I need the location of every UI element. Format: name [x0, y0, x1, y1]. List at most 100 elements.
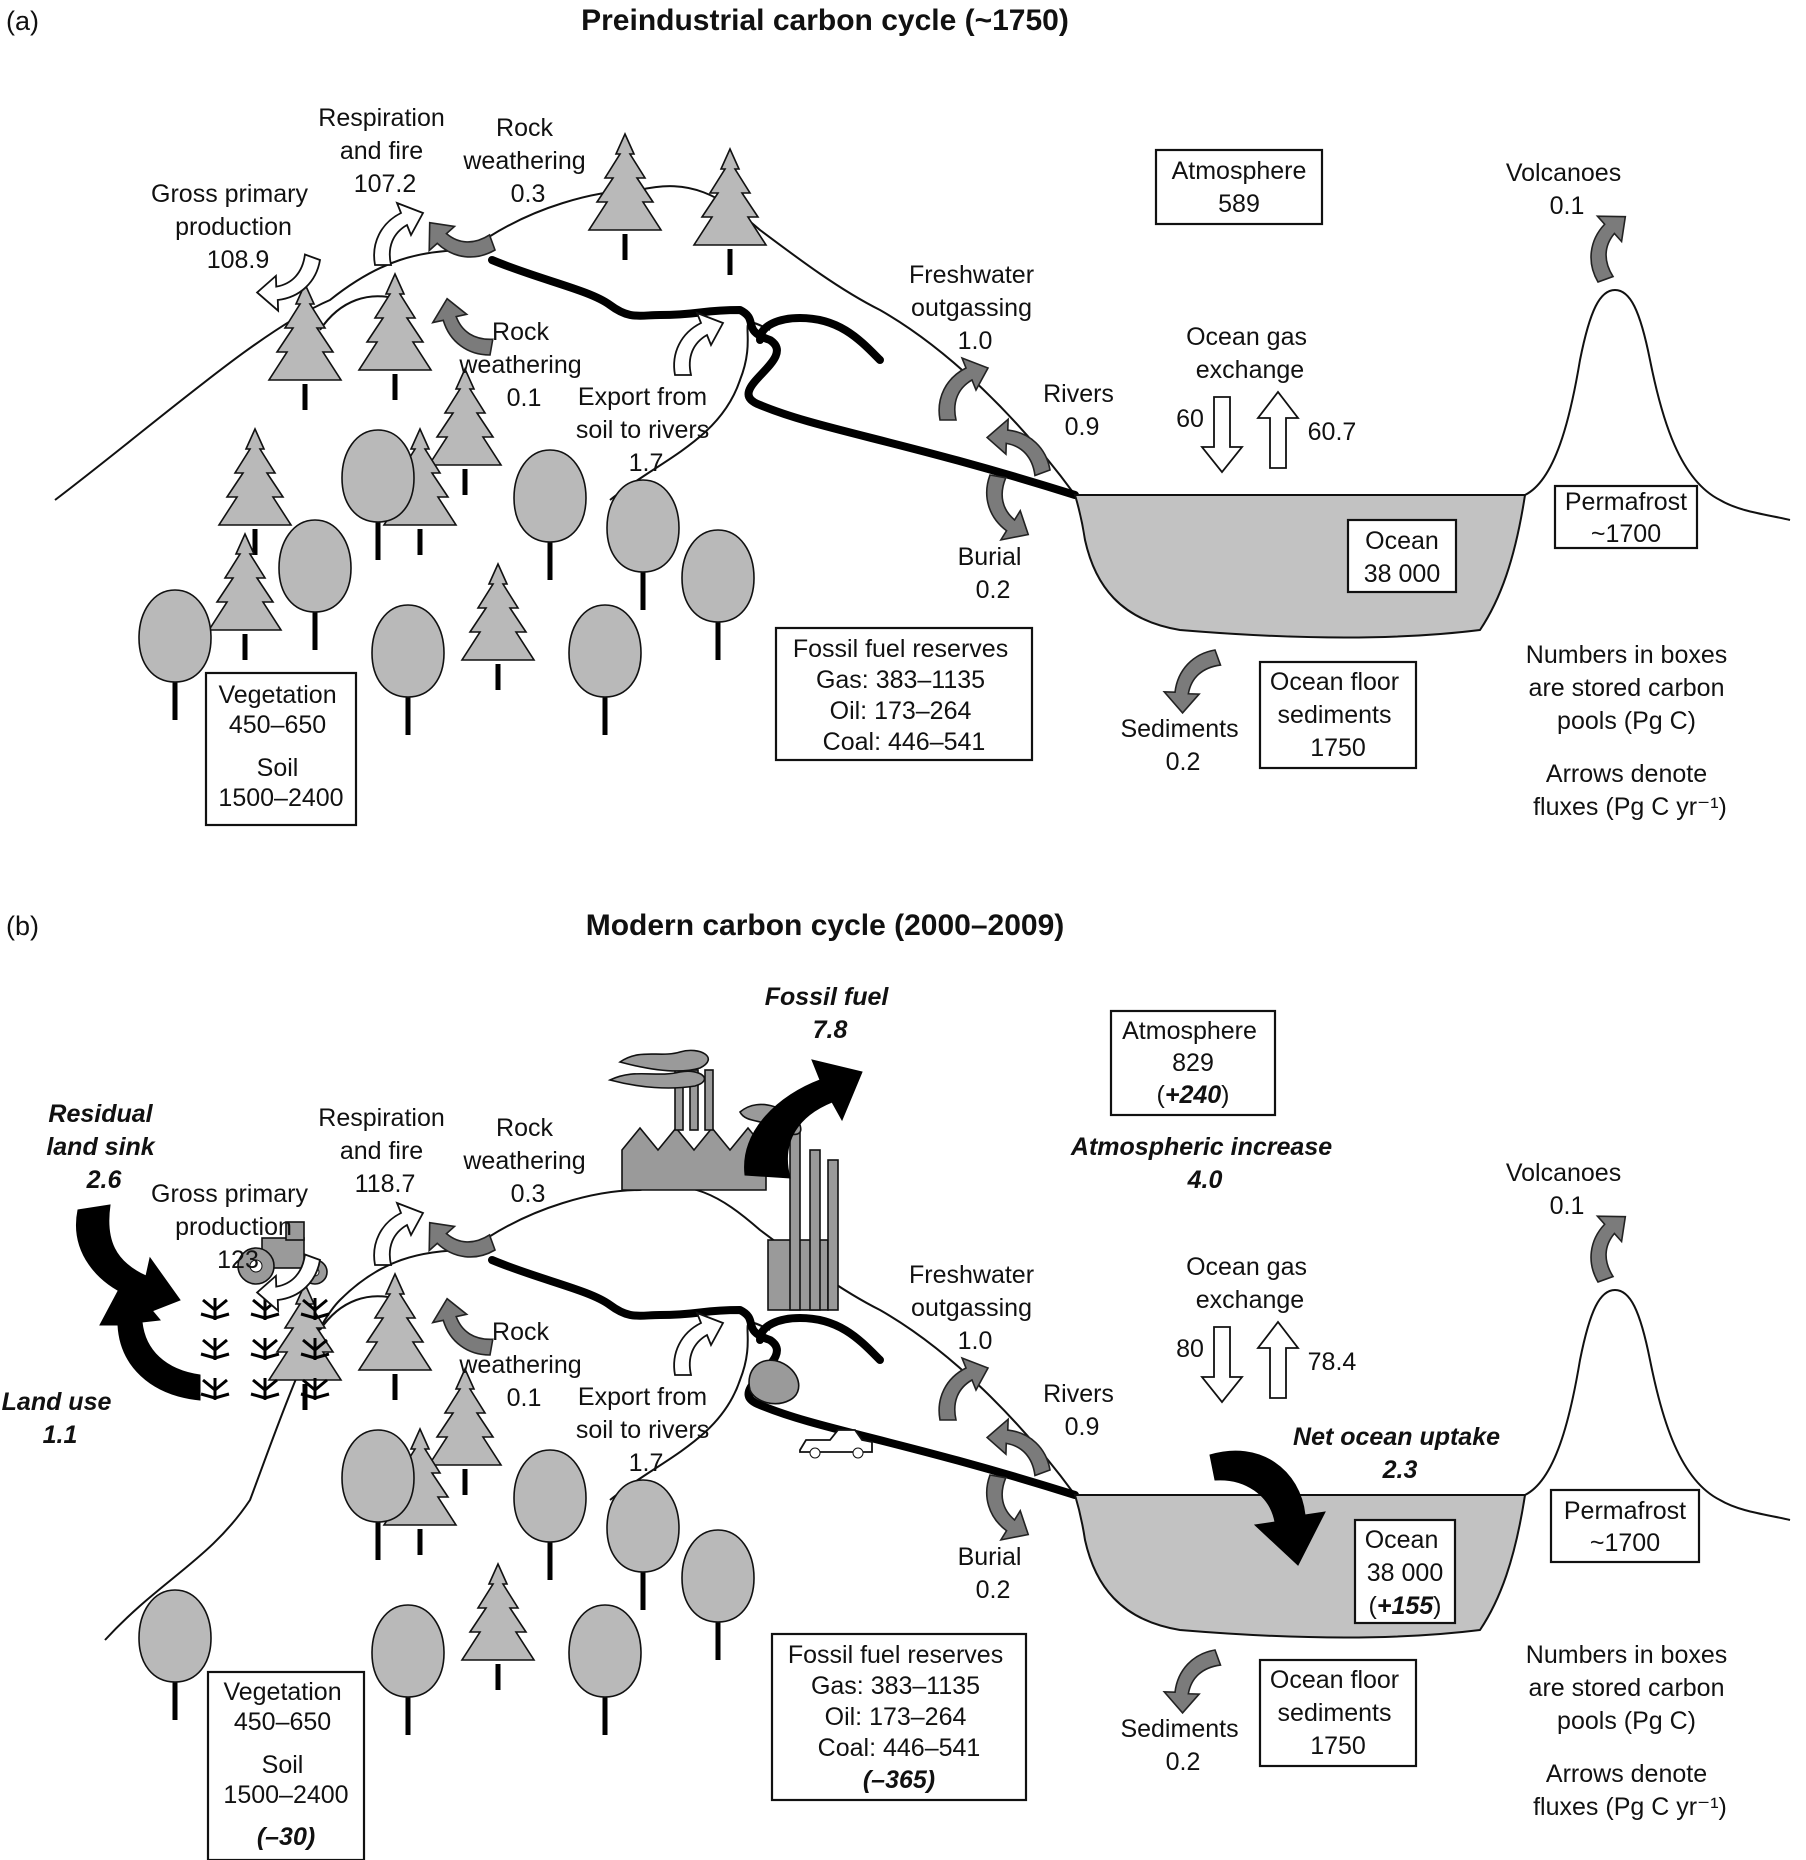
svg-text:Atmosphere 829: Atmosphere 829	[1122, 1017, 1264, 1077]
burial-label: Burial 0.2	[958, 1543, 1029, 1604]
svg-text:Permafrost~1700: Permafrost~1700	[1564, 1497, 1686, 1557]
panel-b: (b) Modern carbon cycle (2000–2009)	[2, 909, 1791, 1860]
freshwater-arrow	[938, 357, 989, 421]
rock-weathering-mid-label: Rock weathering 0.1	[458, 318, 588, 412]
svg-text:Ocean floor sediments: Ocean floor sediments 1750	[1270, 668, 1406, 762]
gas-exchange-in-arrow	[1200, 1326, 1244, 1404]
svg-text:Vegetation 450–650: Vegetation 450–650 Soil 1500–2400	[223, 1678, 348, 1809]
residual-land-sink-arrow	[76, 1204, 181, 1319]
vegetation-box: Vegetation 450–650 Soil 1500–2400	[204, 671, 358, 827]
panel-letter: (a)	[6, 6, 39, 36]
panel-a: (a) Preindustrial carbon cycle (~1750)	[6, 4, 1791, 827]
export-label: Export from soil to rivers 1.7	[576, 383, 716, 477]
car-icon	[748, 1359, 873, 1459]
fossil-change: (–365)	[863, 1766, 935, 1794]
respiration-label: Respiration and fire 118.7	[318, 1104, 451, 1198]
burial-arrow	[977, 1474, 1039, 1546]
river	[488, 256, 1079, 499]
burial-label: Burial 0.2	[958, 543, 1029, 604]
sediments-arrow	[1155, 648, 1233, 718]
svg-text:Permafrost~1700: Permafrost~1700	[1565, 488, 1687, 548]
residual-land-sink-label: Residual land sink 2.6	[46, 1100, 161, 1194]
svg-text:Fossil fuel reserves G: Fossil fuel reserves Gas: 383–1135 Oil: …	[793, 635, 1015, 756]
river	[488, 1256, 1079, 1499]
gas-exchange-label: Ocean gas exchange	[1186, 1253, 1314, 1314]
rock-weathering-mid-arrow	[427, 296, 500, 357]
fossil-reserves-box: Fossil fuel reserves Gas: 383–1135 Oil: …	[770, 1632, 1028, 1802]
svg-text:(+155): (+155)	[1369, 1592, 1442, 1620]
volcano-arrow	[1575, 1206, 1644, 1284]
volcanoes-label: Volcanoes 0.1	[1506, 159, 1628, 220]
fossil-fuel-label: Fossil fuel 7.8	[765, 983, 896, 1044]
export-label: Export from soil to rivers 1.7	[576, 1383, 716, 1477]
ocean-floor-box: Ocean floor sediments 1750	[1258, 1658, 1418, 1768]
rivers-label: Rivers 0.9	[1043, 380, 1121, 441]
mountain	[1524, 288, 1791, 521]
rock-weathering-top-label: Rock weathering 0.3	[462, 1114, 592, 1208]
ocean-basin	[1073, 494, 1527, 639]
forest	[139, 1274, 754, 1735]
permafrost-box: Permafrost~1700	[1549, 1488, 1701, 1564]
net-ocean-uptake-arrow	[1209, 1450, 1326, 1566]
atmospheric-increase-label: Atmospheric increase 4.0	[1070, 1133, 1339, 1194]
volcano-arrow	[1575, 206, 1644, 284]
panel-letter: (b)	[6, 911, 39, 941]
net-ocean-uptake-label: Net ocean uptake 2.3	[1293, 1423, 1507, 1484]
atmosphere-box: Atmosphere 829 (+240)	[1109, 1009, 1277, 1117]
crops-icon	[200, 1298, 330, 1400]
burial-arrow	[977, 474, 1039, 546]
rock-weathering-top-label: Rock weathering 0.3	[462, 114, 592, 208]
land-use-arrow	[99, 1277, 201, 1401]
river-loop	[756, 1314, 884, 1364]
freshwater-label: Freshwater outgassing 1.0	[909, 1261, 1041, 1355]
panel-title: Preindustrial carbon cycle (~1750)	[581, 4, 1069, 37]
gpp-label: Gross primary production 108.9	[151, 180, 315, 274]
river-loop	[756, 314, 884, 364]
respiration-label: Respiration and fire 107.2	[318, 104, 451, 198]
svg-text:(+240): (+240)	[1157, 1081, 1230, 1109]
factory-icon	[607, 1049, 767, 1191]
fossil-fuel-arrow	[744, 1059, 863, 1179]
gas-in-value: 60	[1176, 405, 1204, 433]
mountain	[1524, 1288, 1791, 1521]
legend-note: Numbers in boxes are stored carbon pools…	[1526, 641, 1734, 821]
fossil-reserves-box: Fossil fuel reserves Gas: 383–1135 Oil: …	[774, 626, 1034, 762]
land-use-label: Land use 1.1	[2, 1388, 119, 1449]
rock-weathering-top-arrow	[419, 204, 497, 273]
panel-title: Modern carbon cycle (2000–2009)	[586, 909, 1065, 942]
legend-note: Numbers in boxes are stored carbon pools…	[1526, 1641, 1734, 1821]
gas-out-value: 78.4	[1308, 1348, 1357, 1376]
rock-weathering-mid-arrow	[427, 1296, 500, 1357]
vegetation-change: (–30)	[257, 1823, 315, 1851]
export-arrow	[673, 1312, 724, 1376]
rock-weathering-mid-label: Rock weathering 0.1	[458, 1318, 588, 1412]
rivers-label: Rivers 0.9	[1043, 1380, 1121, 1441]
gas-exchange-out-arrow	[1256, 1320, 1300, 1399]
atmosphere-change: +240	[1165, 1081, 1221, 1109]
freshwater-arrow	[938, 1357, 989, 1421]
gpp-label: Gross primary production 123	[151, 1180, 315, 1274]
sediments-label: Sediments 0.2	[1120, 1715, 1245, 1776]
volcanoes-label: Volcanoes 0.1	[1506, 1159, 1628, 1220]
ocean-box: Ocean 38 000 (+155)	[1353, 1518, 1457, 1625]
permafrost-box: Permafrost~1700	[1553, 484, 1699, 550]
sediments-label: Sediments 0.2	[1120, 715, 1245, 776]
rock-weathering-top-arrow	[419, 1204, 497, 1273]
vegetation-box: Vegetation 450–650 Soil 1500–2400 (–30)	[206, 1670, 366, 1860]
hill-outline	[104, 1185, 1076, 1641]
ocean-floor-box: Ocean floor sediments 1750	[1258, 660, 1418, 770]
svg-text:Ocean 38 000: Ocean 38 000	[1365, 1526, 1446, 1587]
gas-out-value: 60.7	[1308, 418, 1357, 446]
gas-in-value: 80	[1176, 1335, 1204, 1363]
gas-exchange-label: Ocean gas exchange	[1186, 323, 1314, 384]
sediments-arrow	[1155, 1648, 1233, 1718]
gas-exchange-out-arrow	[1256, 390, 1300, 469]
freshwater-label: Freshwater outgassing 1.0	[909, 261, 1041, 355]
gas-exchange-in-arrow	[1200, 396, 1244, 474]
export-arrow	[673, 312, 724, 376]
